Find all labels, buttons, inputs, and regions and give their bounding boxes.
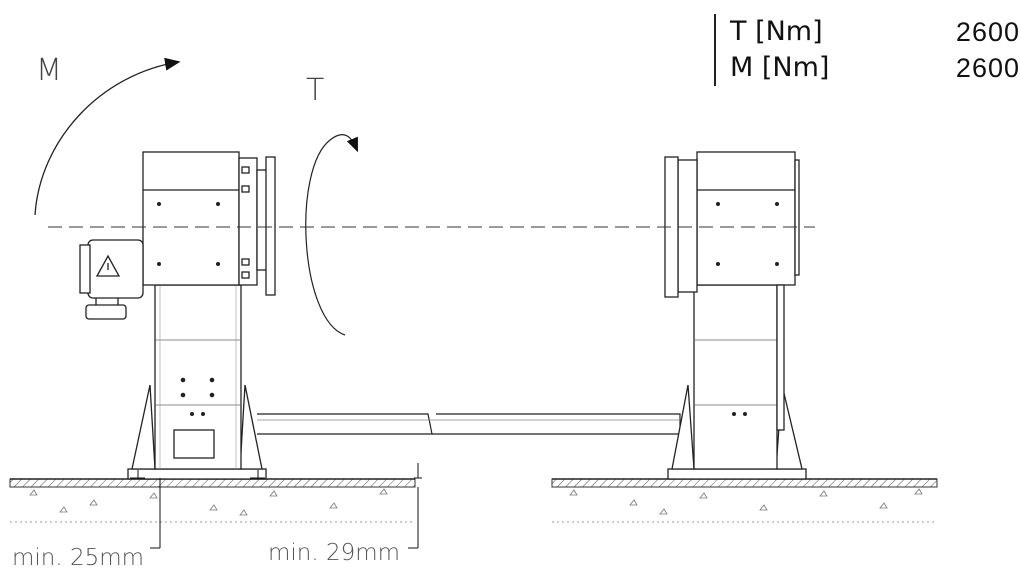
- base-beam: [257, 413, 681, 435]
- spec-table: T [Nm] 2600 M [Nm] 2600: [714, 14, 1020, 86]
- min-depth-right-label: min. 29mm: [268, 540, 400, 566]
- spec-row-torque: T [Nm] 2600: [730, 14, 1020, 50]
- spec-value: 2600: [955, 17, 1020, 47]
- headstock-left: [79, 151, 276, 480]
- dimension-markers: [130, 463, 422, 549]
- spec-label: M [Nm]: [730, 52, 830, 83]
- spec-row-moment: M [Nm] 2600: [730, 50, 1020, 86]
- moment-label: M: [36, 53, 62, 88]
- floor-left: [9, 478, 416, 523]
- tailstock-right: [664, 151, 807, 480]
- min-depth-left-label: min. 25mm: [12, 545, 144, 571]
- spec-value: 2600: [955, 53, 1020, 83]
- torque-label: T: [306, 73, 324, 108]
- spec-label: T [Nm]: [730, 16, 823, 47]
- moment-arrow: [34, 57, 181, 216]
- torque-arrow: [305, 134, 358, 336]
- floor-right: [551, 478, 938, 523]
